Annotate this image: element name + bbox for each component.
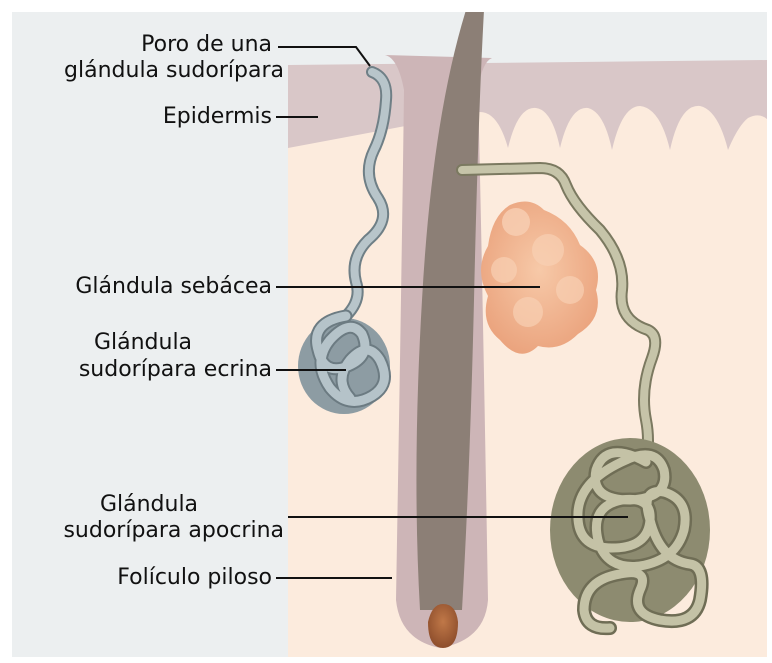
epidermis-label: Epidermis [14, 104, 272, 130]
apocrine-label-line2: sudorípara apocrina [14, 518, 284, 544]
hair-root [428, 604, 458, 648]
eccrine-label-line2: sudorípara ecrina [14, 357, 272, 383]
eccrine-label-line1: Glándula [14, 330, 272, 356]
sebaceous-label: Glándula sebácea [14, 274, 272, 300]
pore-label-line2: glándula sudorípara [14, 58, 284, 84]
apocrine-label-line1: Glándula [14, 492, 284, 518]
follicle-label: Folículo piloso [14, 565, 272, 591]
pore-label-line1: Poro de una [14, 32, 272, 58]
